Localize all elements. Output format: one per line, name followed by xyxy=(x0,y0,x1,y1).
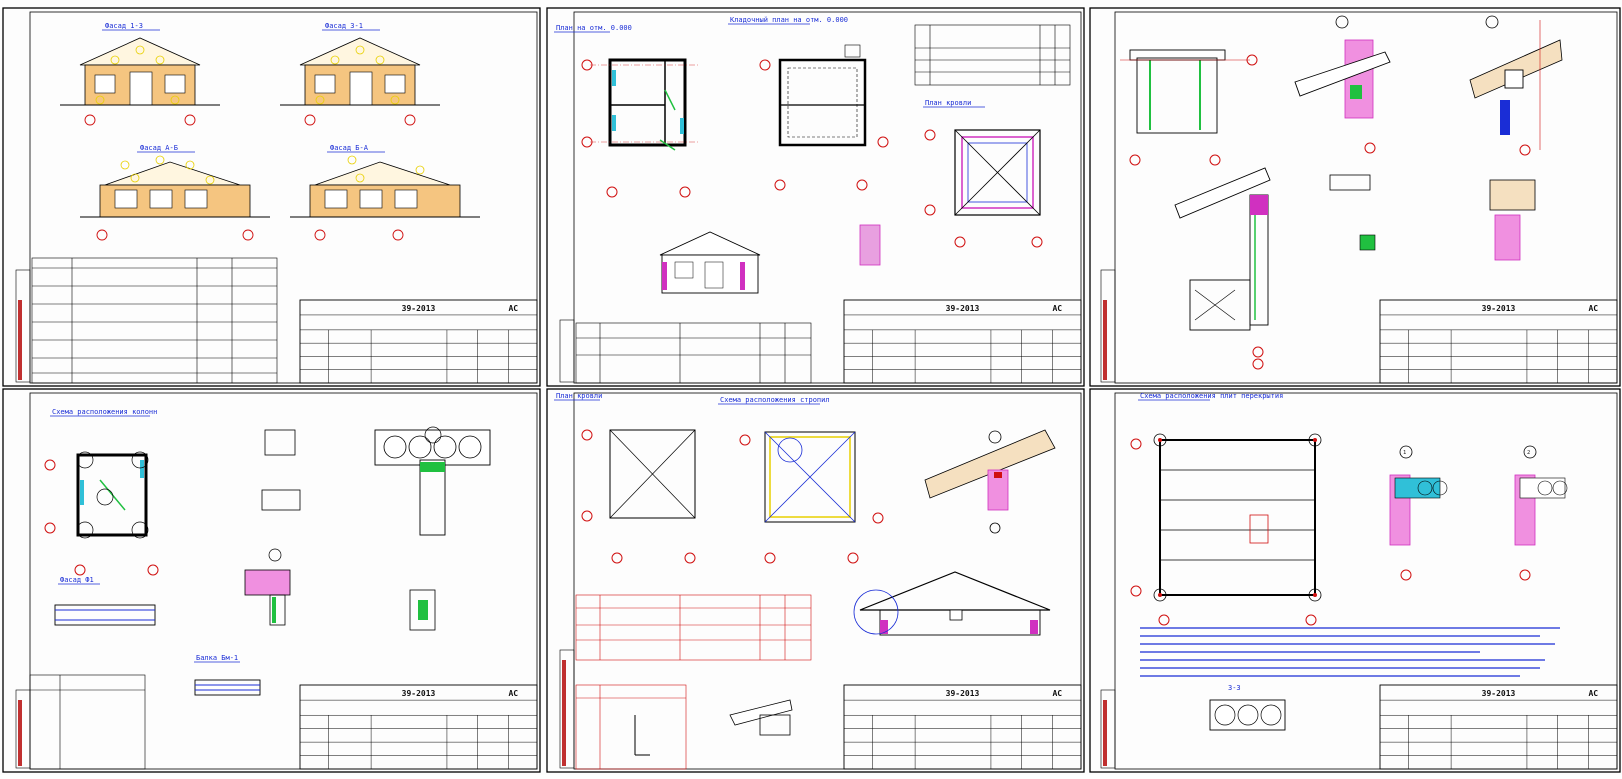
title-block-code: 39-2013 xyxy=(946,689,980,698)
sheet-6-slabs: Схема расположения плит перекрытия 1 xyxy=(1130,392,1568,731)
sheet-4-columns: Схема расположения колонн Фасад Ф1 xyxy=(29,408,491,770)
sheet-6-title-1: Схема расположения плит перекрытия xyxy=(1140,392,1283,400)
title-block-mark: АС xyxy=(1588,689,1598,698)
sheet-2-plans: План на отм. 0.000 Кладочный план на отм… xyxy=(554,16,1071,384)
sheet-4-title-1: Схема расположения колонн xyxy=(52,408,157,416)
sheet-1-title-1: Фасад 1-3 xyxy=(105,22,143,30)
title-block-code: 39-2013 xyxy=(946,304,980,313)
sheet-1-title-2: Фасад 3-1 xyxy=(325,22,363,30)
title-block-mark: АС xyxy=(1052,689,1062,698)
sheet-5-title-1: План кровли xyxy=(556,392,602,400)
title-block-code: 39-2013 xyxy=(402,304,436,313)
sheet-frames xyxy=(2,7,1621,773)
title-block xyxy=(299,299,538,384)
sheet-3-sections xyxy=(1120,15,1563,370)
title-block-mark: АС xyxy=(1052,304,1062,313)
sheet-1-facades: Фасад 1-3 Фасад 3-1 xyxy=(31,22,480,384)
sheet-2-title-2: Кладочный план на отм. 0.000 xyxy=(730,16,848,24)
sheet-5-roof: План кровли Схема расположения стропил xyxy=(554,392,1056,770)
title-block-mark: АС xyxy=(508,304,518,313)
sheet-6-title-3: 2 xyxy=(1527,450,1530,456)
title-block xyxy=(1379,684,1618,770)
title-block-code: 39-2013 xyxy=(1482,689,1516,698)
title-block-code: 39-2013 xyxy=(1482,304,1516,313)
sheet-1-title-3: Фасад А-Б xyxy=(140,144,178,152)
sheet-4-title-3: Балка Бм-1 xyxy=(196,654,238,662)
title-block xyxy=(843,299,1082,384)
sheet-2-title-1: План на отм. 0.000 xyxy=(556,24,632,32)
sheet-1-title-4: Фасад Б-А xyxy=(330,144,369,152)
sheet-5-title-2: Схема расположения стропил xyxy=(720,396,830,404)
title-block-code: 39-2013 xyxy=(402,689,436,698)
inner-borders xyxy=(29,11,1618,770)
title-block-mark: АС xyxy=(1588,304,1598,313)
title-block xyxy=(1379,299,1618,384)
sheet-6-title-4: 3-3 xyxy=(1228,684,1241,692)
sheet-6-title-2: 1 xyxy=(1403,450,1406,456)
sheet-2-title-3: План кровли xyxy=(925,99,971,107)
title-block xyxy=(299,684,538,770)
title-block xyxy=(843,684,1082,770)
sheet-4-title-2: Фасад Ф1 xyxy=(60,576,94,584)
title-block-mark: АС xyxy=(508,689,518,698)
